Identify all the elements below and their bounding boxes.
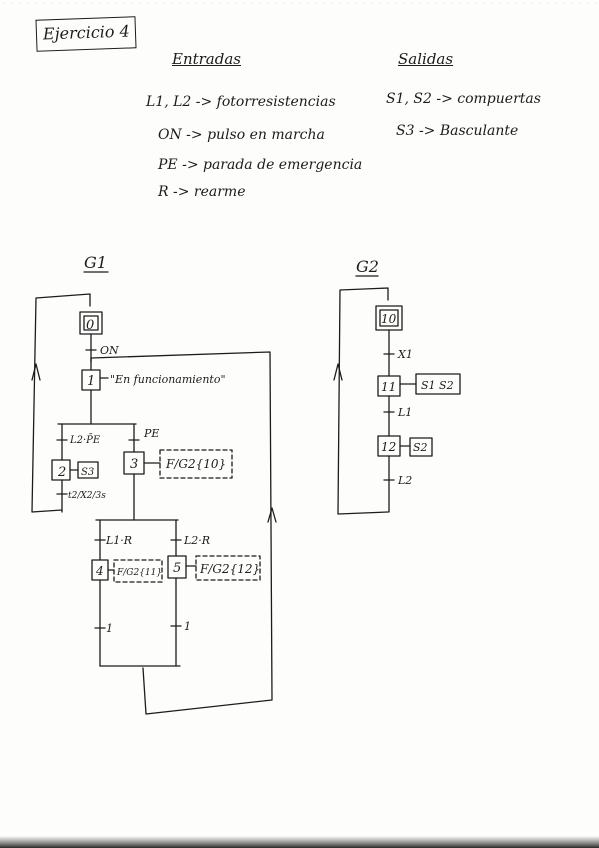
g1-label: G1 [84,253,107,272]
g2-action-12-box [409,437,433,457]
g1-return-arrow-right [267,507,277,523]
g1-step-1-label: 1 [87,374,95,389]
outputs-heading: Salidas [398,50,454,68]
input-line-1: L1, L2 -> fotorresistencias [146,94,336,110]
inputs-heading: Entradas [172,50,241,68]
scan-bottom-edge [0,836,599,848]
g1-action-1-label: "En funcionamiento" [110,373,226,386]
g2-action-12-label: S2 [413,441,428,454]
g1-step-0-label: 0 [86,318,94,333]
g1-step-5 [167,555,187,579]
g1-action-5-box [195,555,261,581]
g1-step-5-label: 5 [173,561,181,576]
g2-action-11-box [415,373,461,395]
g2-transition-l1-label: L1 [397,406,412,419]
g1-step-3-label: 3 [130,457,138,472]
g1-transition-1b-label: 1 [184,620,191,633]
g1-action-3-box [159,449,233,479]
g1-return-line-left [31,293,91,513]
g1-transition-pe-label: PE [143,427,159,440]
g2-return-line [337,287,389,515]
g1-action-4-label: F/G2{11} [116,568,162,578]
g1-transition-on-label: ON [100,344,119,357]
g1-return-line-right [90,351,273,715]
g2-step-12-label: 12 [381,440,396,454]
g1-transition-1a-label: 1 [106,622,113,635]
g1-step-4-label: 4 [95,564,104,578]
g1-action-2-label: S3 [81,467,94,478]
g2-step-10-inner [379,309,399,327]
g1-step-0-inner [83,315,99,331]
g1-transition-x2-label: t2/X2/3s [68,491,106,501]
output-line-1: S1, S2 -> compuertas [386,91,541,107]
input-line-3: PE -> parada de emergencia [158,157,363,173]
input-line-4: R -> rearme [158,184,246,200]
g1-action-3-label: F/G2{10} [165,457,226,471]
g1-action-4-box [113,559,163,583]
output-line-2: S3 -> Basculante [396,123,519,139]
g2-label: G2 [356,257,379,276]
input-line-2: ON -> pulso en marcha [158,127,325,143]
g1-step-2-label: 2 [57,465,66,480]
g2-transition-l2-label: L2 [397,474,412,487]
g2-step-10-label: 10 [381,312,397,326]
g2-action-11-label: S1 S2 [421,379,454,392]
g1-transition-l2pe-label: L2·P̄E [69,434,101,446]
g1-action-5-label: F/G2{12} [199,562,260,576]
g2-transition-x1-label: X1 [397,348,413,361]
g1-action-2-box [77,461,99,479]
g1-transition-l1r-label: L1·R [105,534,132,547]
perforation-dots [0,0,599,6]
g2-step-11-label: 11 [381,380,396,394]
g2-return-arrow [333,363,343,381]
g1-transition-l2r-label: L2·R [183,534,210,547]
g1-return-arrow-left [31,363,41,381]
